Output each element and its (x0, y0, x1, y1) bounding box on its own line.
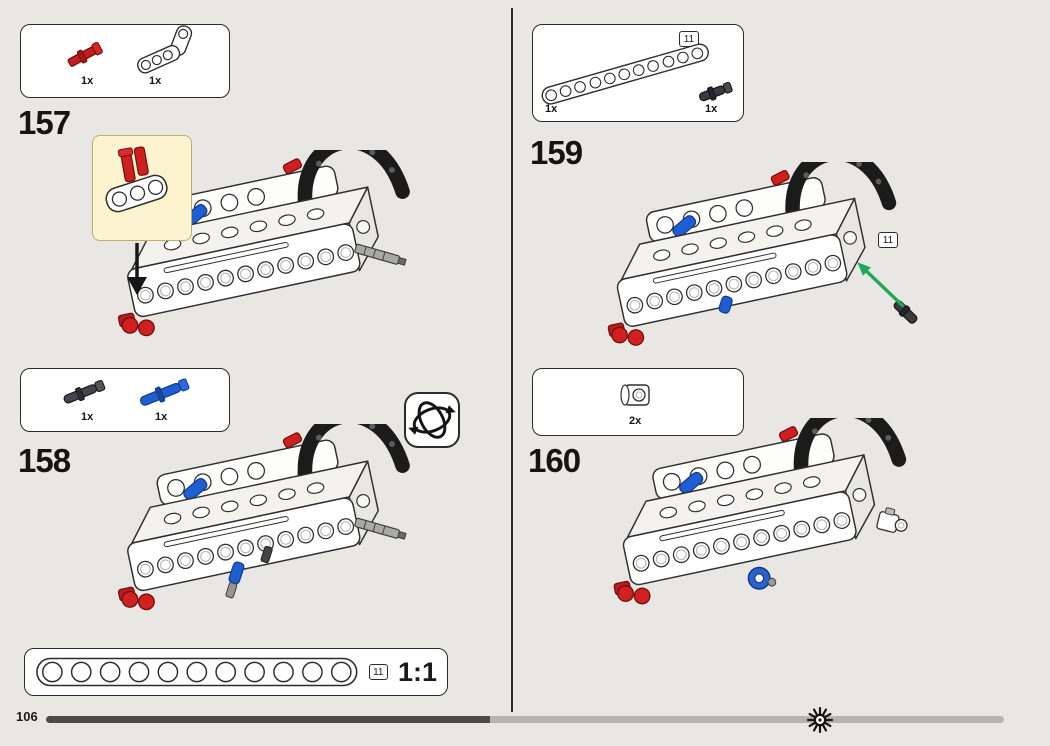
badge-11: 11 (368, 664, 388, 680)
gray-axle-icon (354, 243, 407, 266)
green-insert-arrow-icon (857, 262, 905, 308)
progress-bar (46, 716, 1004, 723)
step-160-number: 160 (528, 442, 581, 479)
blue-pin-inserted-icon (718, 295, 733, 314)
progress-bar-filled (46, 716, 490, 723)
gray-axle-icon (354, 517, 407, 540)
white-11-hole-beam-icon (541, 43, 709, 105)
scale-1to1-box: 11 1:1 (24, 648, 448, 696)
part-qty-label: 1x (81, 75, 94, 87)
dark-gray-pin-icon (63, 379, 106, 404)
red-pin-part-icon (67, 41, 103, 67)
dark-pin-inserted-icon (260, 545, 273, 564)
step-157-callout-box (92, 135, 192, 241)
badge-11: 11 (878, 232, 898, 248)
step-157-assembly-illustration (115, 150, 427, 365)
sun-progress-icon (806, 706, 834, 734)
part-qty-label: 1x (155, 411, 168, 423)
step-158-parts-box: 1x 1x (20, 368, 230, 432)
step-160-parts-box: 2x (532, 368, 744, 436)
beam-11-hole-icon (36, 657, 358, 687)
step-158-number: 158 (18, 442, 71, 479)
down-arrow-icon (127, 243, 147, 295)
column-divider (511, 8, 513, 712)
part-qty-label: 1x (705, 103, 718, 115)
callout-beam-red-pins-icon (105, 146, 168, 213)
step-159-assembly-illustration (594, 162, 918, 374)
black-pin-icon (699, 81, 733, 102)
page-number: 106 (16, 709, 38, 724)
progress-bar-remaining (490, 716, 1004, 723)
step-158-assembly-illustration (115, 424, 427, 639)
step-159-number: 159 (530, 134, 583, 171)
white-axle-connector-icon (620, 384, 650, 406)
part-qty-label: 1x (545, 103, 558, 115)
part-qty-label: 1x (81, 411, 94, 423)
black-pin-icon (893, 300, 918, 324)
part-qty-label: 2x (629, 415, 642, 427)
blue-round-connector-icon (747, 566, 777, 590)
blue-pin-inserted-icon (225, 561, 245, 599)
white-connector-attached-icon (876, 507, 908, 533)
blue-pin-icon (140, 378, 190, 406)
step-159-parts-box: 11 1x 1x (532, 24, 744, 122)
step-157-number: 157 (18, 104, 71, 141)
scale-label: 1:1 (397, 656, 437, 687)
white-angled-beam-icon (137, 25, 193, 74)
part-qty-label: 1x (149, 75, 162, 87)
rotate-model-icon (404, 392, 460, 448)
step-157-parts-box: 1x 1x (20, 24, 230, 98)
step-160-assembly-illustration (602, 418, 932, 633)
